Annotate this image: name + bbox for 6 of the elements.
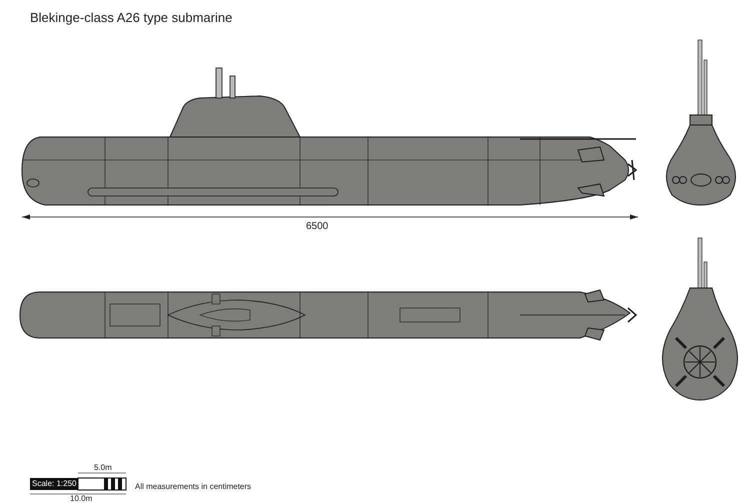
- note: All measurements in centimeters: [135, 482, 252, 491]
- scale-ratio: Scale: 1:250: [32, 479, 76, 488]
- scale-label: 5.0m: [94, 463, 112, 472]
- scale-label: 10.0m: [70, 494, 92, 503]
- title: Blekinge-class A26 type submarine: [30, 10, 232, 25]
- dimension-label: 6500: [306, 221, 328, 232]
